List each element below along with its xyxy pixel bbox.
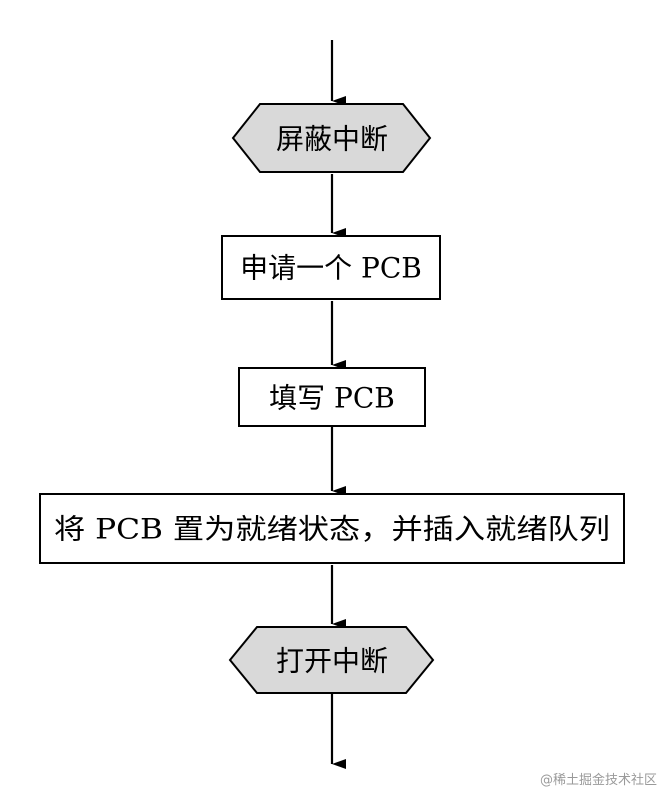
step-label: 将 PCB 置为就绪状态，并插入就绪队列 bbox=[54, 513, 610, 546]
hexagon-shape bbox=[228, 626, 435, 694]
step-label: 屏蔽中断 bbox=[276, 123, 388, 156]
step-label: 申请一个 PCB bbox=[240, 252, 422, 285]
step-label: 填写 PCB bbox=[269, 382, 395, 415]
rect-shape bbox=[39, 493, 625, 564]
rect-shape bbox=[221, 235, 441, 300]
step-label: 打开中断 bbox=[276, 645, 388, 678]
step-open-interrupt: 打开中断 bbox=[228, 626, 435, 694]
step-set-ready-insert-queue: 将 PCB 置为就绪状态，并插入就绪队列 bbox=[39, 493, 625, 564]
watermark: @稀土掘金技术社区 bbox=[539, 773, 657, 788]
rect-shape bbox=[238, 367, 426, 427]
hexagon-shape bbox=[231, 103, 432, 173]
step-request-pcb: 申请一个 PCB bbox=[221, 235, 441, 300]
step-fill-pcb: 填写 PCB bbox=[238, 367, 426, 427]
step-mask-interrupt: 屏蔽中断 bbox=[231, 103, 432, 173]
